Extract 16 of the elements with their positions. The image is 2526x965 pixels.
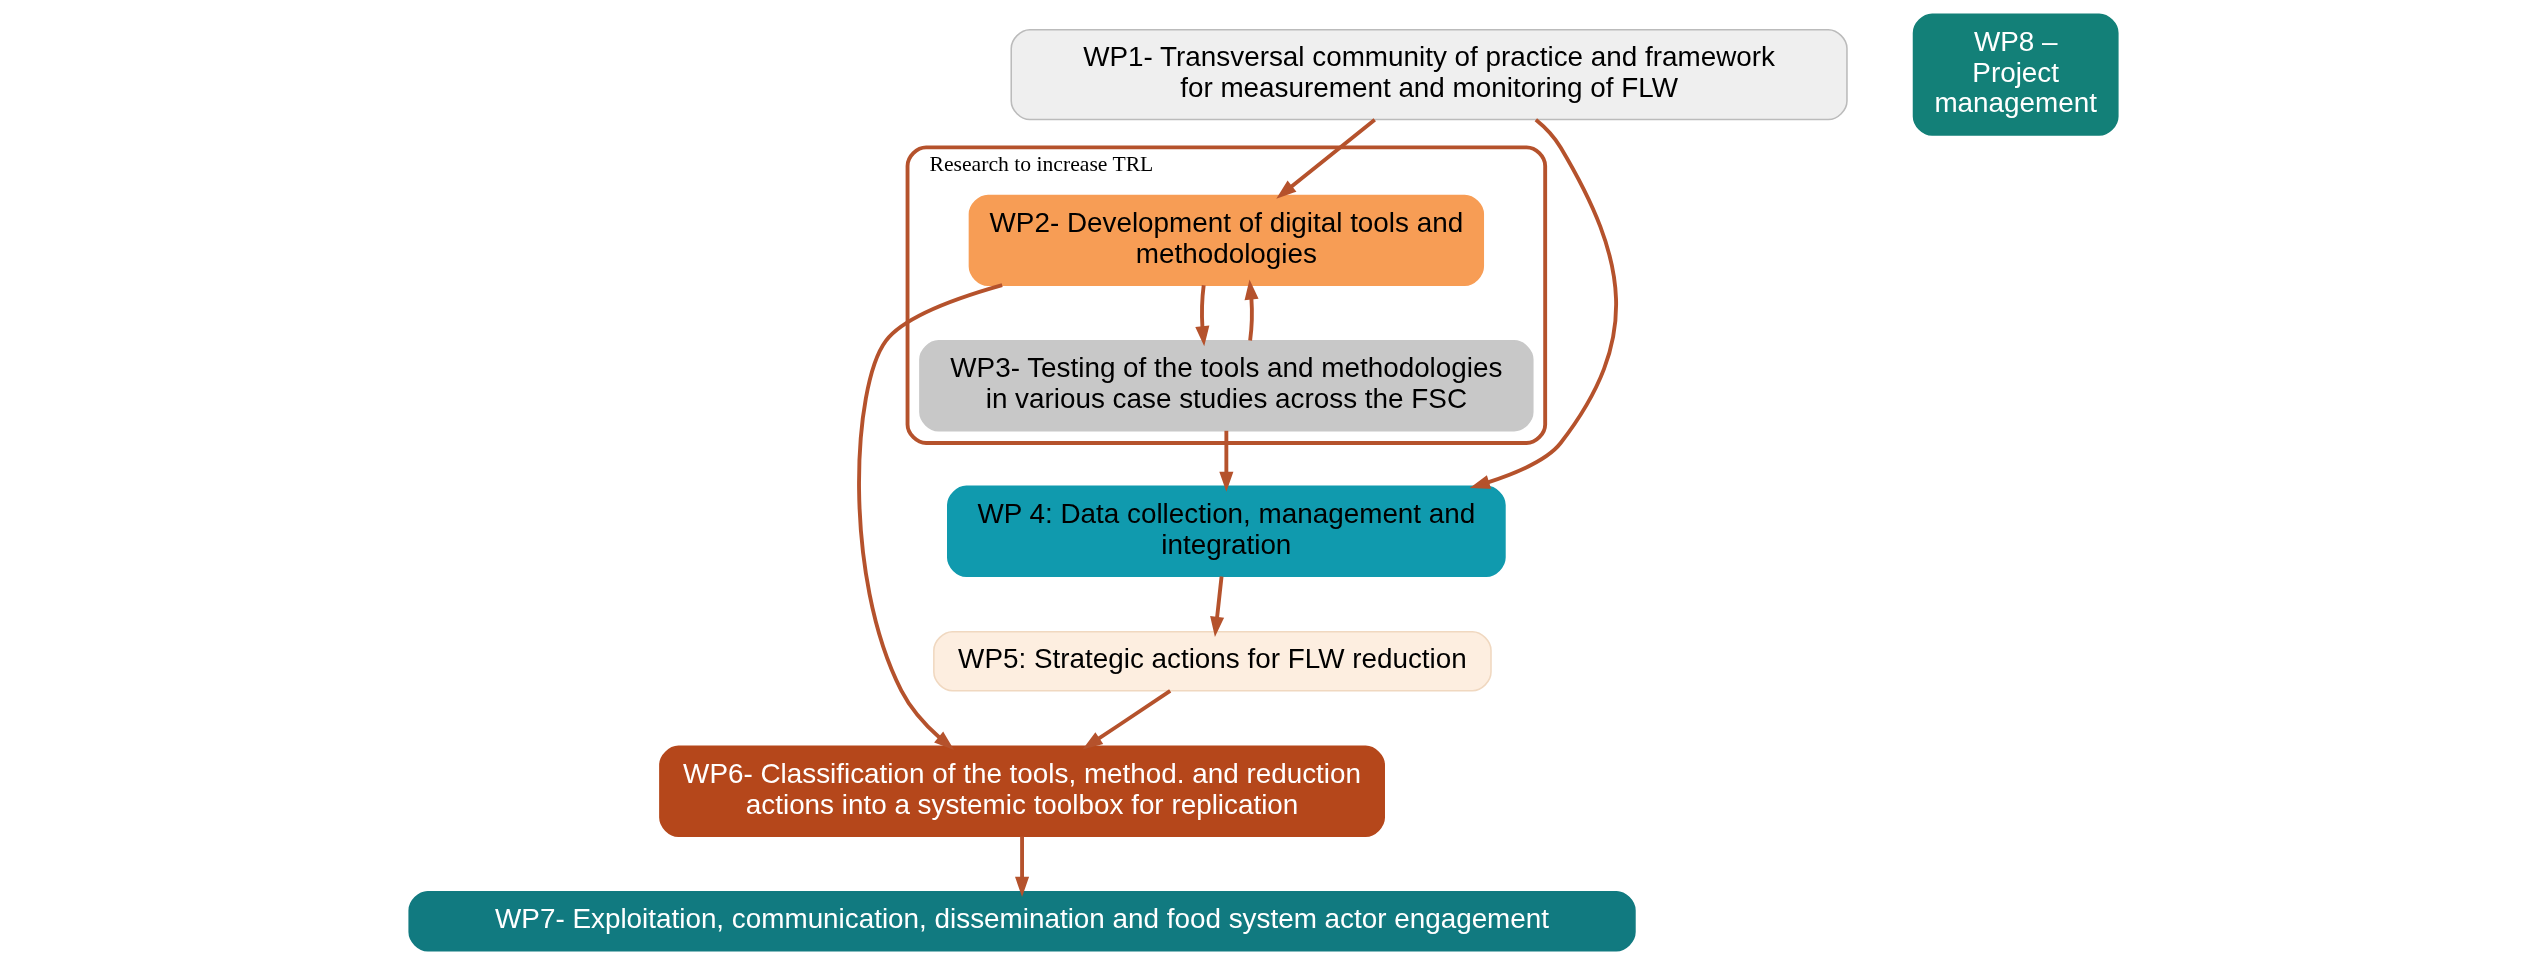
arrow	[1275, 118, 1376, 199]
node-box: WP8 – Project management	[1912, 13, 2119, 136]
node-box: WP 4: Data collection, management and integration	[946, 485, 1506, 577]
arrow	[1082, 689, 1171, 750]
node-box: WP2- Development of digital tools and methodologies	[968, 194, 1484, 286]
node-box: WP3- Testing of the tools and methodologies in various case studies across the FSC	[918, 340, 1534, 432]
arrow	[1209, 576, 1224, 637]
arrow	[856, 283, 1003, 750]
node-box: WP5: Strategic actions for FLW reduction	[932, 631, 1492, 692]
arrow	[1014, 836, 1029, 897]
node-box: WP7- Exploitation, communication, dissemination and food system actor engagement	[407, 891, 1636, 952]
arrow	[1194, 285, 1209, 347]
node-box: WP1- Transversal community of practice and framework for measurement and monitoring of FLW	[1009, 29, 1848, 121]
arrow	[1244, 279, 1259, 341]
arrow	[1218, 430, 1233, 492]
node-box: WP6- Classification of the tools, method. and reduction actions into a systemic toolbox for replication	[658, 745, 1385, 837]
